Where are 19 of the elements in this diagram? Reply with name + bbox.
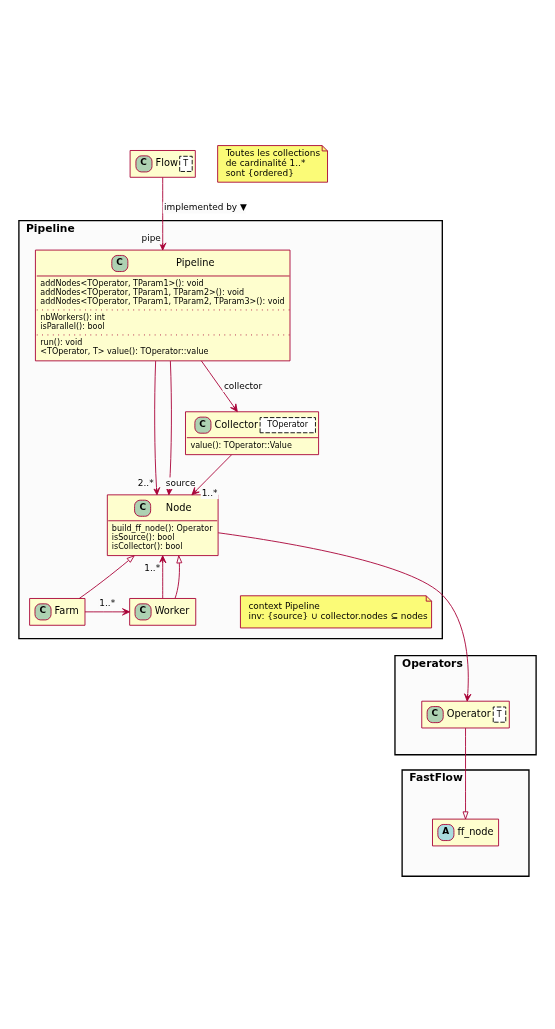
arrow — [191, 454, 232, 496]
edge-label: 1..* — [201, 487, 218, 498]
edge-label: collector — [223, 380, 263, 391]
edge-label: 2..* — [137, 477, 154, 488]
arrow — [152, 360, 161, 496]
arrow — [462, 727, 469, 820]
arrow — [165, 360, 174, 496]
arrow — [78, 555, 135, 599]
edge-label: implemented by ▼ — [164, 202, 247, 213]
label: pipe — [141, 233, 161, 244]
arrow — [200, 360, 238, 412]
arrow — [159, 555, 167, 599]
edge-label: source — [165, 477, 196, 488]
arrow — [174, 555, 183, 599]
arrow — [159, 177, 167, 251]
arrow — [217, 532, 472, 702]
arrow — [84, 608, 131, 616]
edge-label: 1..* — [144, 562, 161, 573]
edge-label: 1..* — [99, 598, 116, 609]
